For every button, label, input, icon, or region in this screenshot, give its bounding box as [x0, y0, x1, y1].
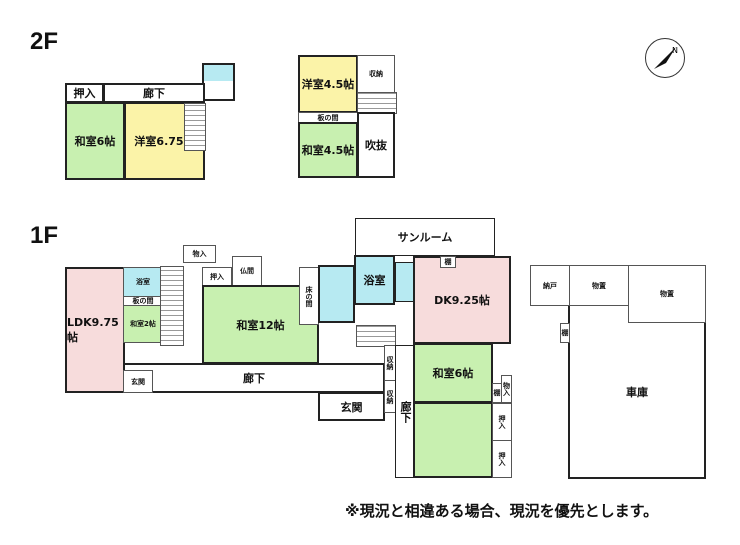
room-genkan: 玄関	[318, 392, 385, 421]
room-tana-3: 棚	[560, 323, 570, 343]
room-ldk: LDK9.75帖	[65, 267, 125, 393]
floor-2-label: 2F	[30, 28, 59, 55]
room-yokushitsu-small: 浴室	[123, 267, 163, 297]
floor-1-label: 1F	[30, 222, 59, 249]
stairs-2f-right	[357, 92, 397, 114]
room-tana-dk: 棚	[440, 256, 456, 268]
toilets-1f	[318, 265, 355, 323]
room-monoire-2: 物入	[501, 375, 512, 403]
room-oshiire-1f: 押入	[202, 267, 232, 286]
room-rouka-1f: 廊下	[123, 363, 385, 393]
toilet-area-2f	[204, 65, 233, 81]
compass-north-label: N	[672, 46, 678, 55]
compass-icon: N	[645, 38, 685, 78]
stairs-2f	[184, 103, 206, 151]
stairs-1f	[160, 266, 184, 346]
room-washitsu45-2f: 和室4.5帖	[298, 122, 358, 178]
room-shuno-2f: 収納	[357, 55, 395, 93]
room-washitsu6-2f: 和室6帖	[65, 102, 125, 180]
room-tokonoma: 床の間	[299, 267, 319, 325]
room-monooki-2: 物置	[628, 265, 706, 323]
room-rouka-2f: 廊下	[103, 83, 205, 103]
room-yokushitsu: 浴室	[354, 255, 395, 305]
room-butsuma: 仏間	[232, 256, 262, 286]
room-oshiire-3: 押入	[492, 440, 512, 478]
room-monoire: 物入	[183, 245, 216, 263]
room-dk: DK9.25帖	[413, 256, 511, 344]
room-fukinuke-2f: 吹抜	[357, 112, 395, 178]
room-oshiire-2f: 押入	[65, 83, 104, 103]
room-washitsu8	[413, 402, 493, 478]
room-washitsu6-1f: 和室6帖	[413, 343, 493, 403]
disclaimer-note: ※現況と相違ある場合、現況を優先とします。	[345, 502, 659, 520]
room-nando: 納戸	[530, 265, 570, 306]
room-genkan-small: 玄関	[123, 370, 153, 393]
room-oshiire-2: 押入	[492, 403, 512, 441]
room-youshitsu45-2f: 洋室4.5帖	[298, 55, 358, 113]
room-monooki-1: 物置	[569, 265, 629, 306]
room-shako: 車庫	[568, 304, 706, 479]
stairs-1f-right	[356, 325, 396, 347]
room-rouka-vertical: 廊下	[395, 345, 415, 478]
room-washitsu2: 和室2帖	[123, 305, 163, 343]
room-sunroom: サンルーム	[355, 218, 495, 256]
